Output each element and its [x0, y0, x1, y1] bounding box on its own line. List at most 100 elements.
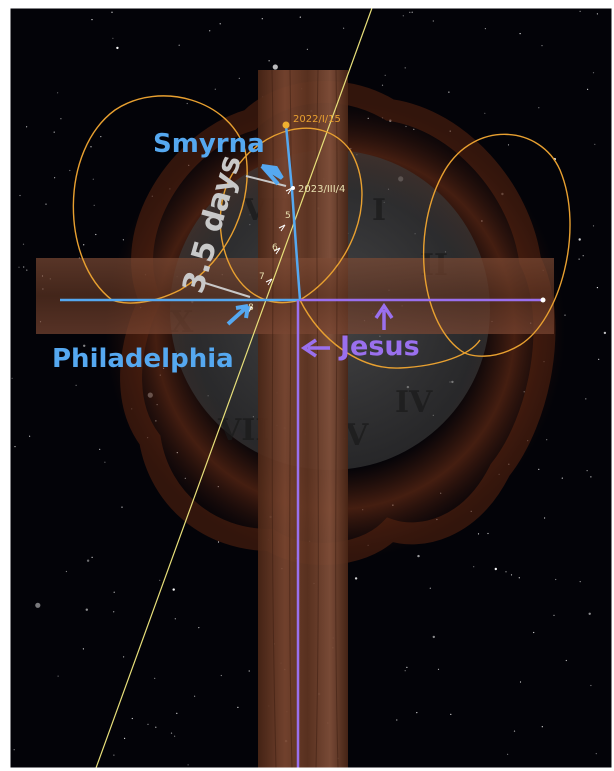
star: [159, 580, 160, 581]
star: [403, 15, 404, 16]
star: [249, 670, 250, 671]
star: [343, 28, 344, 29]
clock-numeral-i: I: [372, 193, 386, 228]
philadelphia-label: Philadelphia: [52, 344, 234, 374]
star: [175, 618, 176, 619]
star: [417, 555, 419, 557]
tick-label-6: 6: [272, 243, 278, 253]
star: [76, 385, 77, 386]
star: [430, 588, 431, 589]
star: [416, 712, 417, 713]
star: [487, 533, 488, 534]
star: [514, 731, 515, 732]
star: [585, 398, 586, 399]
star: [269, 60, 270, 61]
star: [60, 118, 61, 119]
star: [237, 707, 238, 708]
star: [495, 568, 497, 570]
star: [171, 733, 172, 734]
star: [433, 20, 434, 21]
star: [485, 28, 486, 29]
star: [147, 724, 148, 725]
star: [541, 45, 542, 46]
star: [542, 726, 543, 727]
star: [104, 462, 105, 463]
star: [520, 681, 521, 682]
star: [533, 632, 534, 633]
star: [406, 667, 407, 668]
star: [562, 478, 563, 479]
star: [187, 103, 188, 104]
horizon-end-point: [541, 298, 546, 303]
star: [14, 446, 15, 447]
star: [553, 615, 554, 616]
star: [583, 255, 584, 256]
star: [113, 611, 114, 612]
star: [29, 436, 30, 437]
star: [598, 359, 599, 360]
star: [173, 588, 175, 590]
star: [54, 177, 55, 178]
star: [154, 678, 155, 679]
star: [273, 64, 278, 69]
star: [45, 204, 46, 205]
star: [484, 113, 485, 114]
star: [83, 244, 84, 245]
star: [93, 179, 94, 180]
cross-horizontal-beam: [36, 258, 554, 334]
star: [18, 267, 19, 268]
star: [176, 713, 177, 714]
star: [405, 67, 406, 68]
tick-label-7: 7: [259, 272, 265, 282]
star: [194, 696, 195, 697]
star: [579, 259, 580, 260]
star: [54, 132, 55, 133]
star: [215, 89, 216, 90]
star: [87, 560, 89, 562]
star: [594, 144, 595, 145]
star: [90, 146, 91, 147]
star: [113, 755, 114, 756]
star: [519, 577, 520, 578]
star: [520, 33, 521, 34]
star: [83, 648, 84, 649]
star: [566, 660, 567, 661]
star: [95, 234, 96, 235]
star: [26, 126, 27, 127]
star: [604, 332, 606, 334]
star: [86, 609, 88, 611]
star: [405, 670, 406, 671]
star: [132, 718, 133, 719]
star: [35, 603, 40, 608]
star: [587, 470, 588, 471]
star: [14, 749, 15, 750]
star: [396, 719, 397, 720]
star: [590, 476, 591, 477]
star: [580, 581, 581, 582]
star: [473, 566, 474, 567]
star: [220, 23, 221, 24]
star: [91, 19, 92, 20]
star: [19, 195, 20, 196]
star: [57, 92, 58, 93]
star: [555, 579, 556, 580]
star: [58, 676, 59, 677]
star: [478, 533, 479, 534]
jesus-label: Jesus: [338, 331, 420, 362]
star: [546, 439, 547, 440]
date-marker-mid: [291, 186, 295, 190]
star: [597, 13, 598, 14]
star: [409, 12, 410, 13]
star: [505, 571, 506, 572]
star: [382, 85, 383, 86]
star: [412, 12, 413, 13]
star: [538, 469, 539, 470]
star: [262, 18, 263, 19]
date-label-mid: 2023/III/4: [298, 184, 345, 195]
star: [508, 144, 509, 145]
star: [111, 12, 112, 13]
star: [198, 627, 199, 628]
star: [580, 11, 581, 12]
star: [114, 592, 115, 593]
